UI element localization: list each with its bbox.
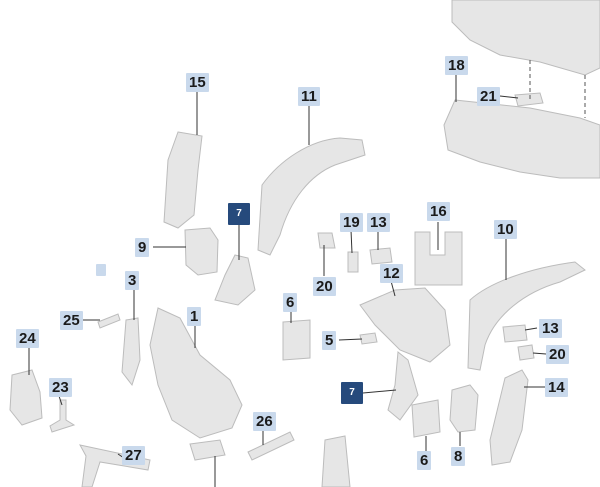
- callout-13-lower: 13: [539, 319, 562, 338]
- callout-14: 14: [545, 378, 568, 397]
- callout-19: 19: [340, 213, 363, 232]
- part-13-lower: [502, 324, 528, 343]
- callout-10: 10: [494, 220, 517, 239]
- part-18-lower: [443, 99, 600, 179]
- part-18-upper: [451, 0, 600, 76]
- part-13-upper: [369, 247, 393, 265]
- part-1: [149, 307, 243, 439]
- part-bracket: [189, 439, 226, 461]
- part-20-lower: [517, 344, 535, 361]
- callout-18: 18: [445, 56, 468, 75]
- callout-27: 27: [122, 446, 145, 465]
- callout-8: 8: [451, 447, 466, 466]
- callout-13: 13: [367, 213, 390, 232]
- part-10: [467, 261, 586, 371]
- part-9: [184, 227, 219, 276]
- part-19: [347, 251, 359, 273]
- callout-26: 26: [253, 412, 276, 431]
- callout-16: 16: [427, 202, 450, 221]
- callout-11: 11: [298, 87, 320, 106]
- part-3: [121, 317, 141, 387]
- part-7-lower: [387, 351, 419, 421]
- part-26: [247, 431, 295, 461]
- callout-9: 9: [135, 238, 150, 257]
- callout-7-highlight: 7: [228, 203, 250, 225]
- part-11: [257, 137, 366, 256]
- callout-blank: [96, 264, 106, 276]
- callout-15: 15: [186, 73, 209, 92]
- part-21: [514, 92, 544, 107]
- callout-20-lower: 20: [546, 345, 569, 364]
- callout-24: 24: [16, 329, 39, 348]
- callout-12: 12: [380, 264, 403, 283]
- part-5: [359, 332, 378, 345]
- part-15: [163, 131, 203, 229]
- callout-6: 6: [283, 293, 298, 312]
- part-8: [449, 384, 479, 433]
- part-23: [49, 399, 76, 433]
- part-25: [97, 313, 121, 329]
- callout-23: 23: [49, 378, 72, 397]
- part-12: [359, 287, 451, 363]
- callout-21: 21: [477, 87, 500, 106]
- part-27: [79, 444, 151, 487]
- callout-6-lower: 6: [417, 451, 432, 470]
- part-7-upper: [214, 254, 256, 306]
- part-bottom: [321, 435, 351, 487]
- callout-1: 1: [187, 307, 202, 326]
- callout-3: 3: [125, 271, 140, 290]
- part-20-upper: [317, 232, 336, 249]
- part-16: [414, 231, 463, 286]
- part-24: [9, 369, 43, 426]
- callout-20: 20: [313, 277, 336, 296]
- callout-25: 25: [60, 311, 83, 330]
- part-14: [489, 369, 529, 466]
- part-6-upper: [282, 319, 311, 361]
- part-6-lower: [411, 399, 441, 438]
- callout-7-lower-highlight: 7: [341, 382, 363, 404]
- callout-5: 5: [322, 331, 337, 350]
